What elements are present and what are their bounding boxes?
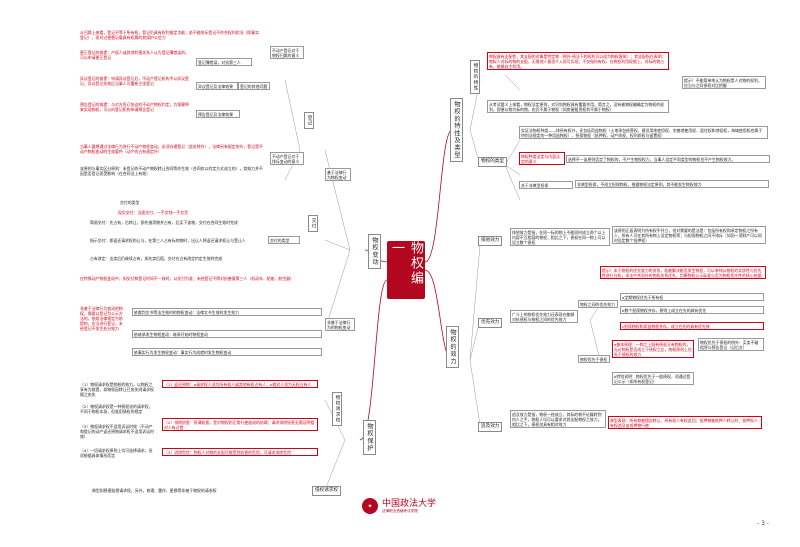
link-features: [424, 129, 453, 263]
branch-property-effect: 物权的效力: [446, 326, 459, 368]
note-priority-exception: 物权优先于债权的例外：买卖不破租赁与预告登记（见后文）: [698, 338, 764, 352]
note-priority-debt-b: b特别说明：物权优先于一般债权，须通过登记公示（如所有权登记）: [612, 372, 694, 386]
label-priority-debt: 物权优先于债权: [578, 355, 610, 364]
page-number: - 3 -: [757, 520, 769, 527]
note-priority-c: c担保物权和用益物权并存，成立在先的具有优先效: [620, 322, 764, 331]
link-protect: [359, 279, 388, 441]
label-deliver-type: 交付的类型: [268, 236, 300, 245]
branch-property-protection: 物权保护: [363, 420, 376, 455]
note-change-6: 更正登记的前提：产权人或其他利害关系人认为登记簿错误的，可以申请更正登记: [80, 50, 189, 61]
logo-subtitle: 法律职业资格考试学院: [382, 509, 418, 513]
note-deliver-header: 交付的类型: [120, 200, 140, 205]
note-hint: 提示！不能简单地认为物权是人对物的权利，应当与之同债权对比把握: [682, 76, 766, 90]
note-type-3: 非典型担保，不成立担保物权，根据物权法定原则，其不能发生物权效力: [575, 180, 769, 189]
branch-property-features: 物权的特性及类型: [450, 98, 463, 162]
note-deliver-5: 在特殊动产物权变动中，如交付和登记时间不一致时，以交付为准；未经登记不得对抗善意…: [80, 276, 294, 281]
label-exclusive: 排他效力: [478, 236, 503, 246]
label-types: 物权的类型: [478, 157, 507, 167]
note-change-5: 预告登记及法律效果: [196, 110, 240, 119]
note-deliver-4: 占有改定：出卖后仍继续占有，如先卖后租，交付在占有改定约定生效时完成: [90, 256, 223, 261]
label-basic-change: 基于法律行为物权变动: [325, 168, 351, 182]
note-nonlaw-2: 依裁判文书等法生效时的物权变动：法律文书生效时发生效力: [132, 308, 322, 317]
note-nonlaw-4: 依事实行为发生物权变动：事实行为成就时发生物权变动: [132, 348, 322, 357]
note-claim-2: （2）排除妨害：所谓妨害，是对物权的正常行使造成的妨碍；请求排除妨害无需证明相对…: [162, 418, 318, 432]
label-pursue: 追及效力: [478, 422, 503, 432]
note-deliver-1: 现实交付：当面交付，一手交钱一手交货: [118, 210, 189, 215]
note-pursue: 追及效力是指，物权一经成立，其标的物不论辗转到何人之手，物权人均可以要求对其支配…: [510, 410, 606, 429]
label-type-legal: 物权种类法定与内容法定的意义: [519, 152, 565, 166]
note-nonlaw-3: 依继承发生物权变动：继承开始时物权变动: [132, 330, 322, 339]
note-exclusive-detail: 该原则正面表明为所有权不共立，但对需要的是法是：包括所有权和承定物权之所有人，所…: [612, 226, 766, 245]
label-type-atypical: 关于非典型担保: [519, 181, 573, 190]
label-register-meaning: 不动产登记对于物权归属的意义: [270, 46, 304, 60]
note-priority-tip: 提示！本于物权的优先效力的关系，若被解决能否发生物权，可以单纯从物权的实质性与优…: [600, 266, 766, 280]
note-claim-3: （3）消除危险：物权人对物的支配可能受到妨害的危险，可请求消除危险: [162, 448, 318, 457]
note-type-1: 实证法物权种类——排所有权外，还包括用益物权（土地承包经营权、建设用地使用权、宅…: [519, 126, 768, 140]
note-change-8: 预告登记的前提：与对方签订协议的不动产物权约定，为保障将来实现物权，可以向登记机…: [80, 102, 189, 113]
note-priority-intro: 广义上的物权优先效力还表现在能够对抗债权与物权之间的优先效力: [510, 310, 578, 324]
university-logo: ✦ 中国政法大学 法律职业资格考试学院: [362, 498, 436, 514]
central-topic: 物权编一: [387, 241, 425, 299]
note-protect-1: （1）物权请求权是物权的效力，以物权之享有为前提，如物权因转让已丧失则请求权随之…: [80, 382, 154, 398]
note-priority-debt-a: a基本原理：一物之上既有债权又有物权的，无论物权是否成立于债权之后，物权原则上优…: [612, 340, 694, 359]
note-deliver-2: 简易交付：先占有，后转让，即先借用物并占有，后买下该物，交付在合同生效时完成: [90, 220, 238, 225]
note-protect-2: （2）物权请求权是一种债权化的请求权，不同于物权本身，但准用债权的规定: [80, 404, 153, 415]
note-feature-1: 物权具有支配性。其支配的对象是特定物（例外:债法下的权利可以成为物权客体）；其支…: [487, 52, 669, 71]
note-change-4: 登记的其他问题: [238, 82, 270, 91]
label-deliver: 交付: [308, 215, 318, 233]
logo-name: 中国政法大学: [382, 499, 437, 509]
label-priority: 优先效力: [478, 318, 503, 328]
note-protect-4: （4）一切请求权原则上均可选择请求，但须根据具体情形而定: [80, 448, 153, 459]
note-priority-a: a定期物权优先于所有权: [620, 293, 764, 302]
note-change-9: 当事人要想通过法律行为进行不动产物权变动，必须办理登记（此处除外），法律另有规定…: [80, 144, 263, 155]
note-feature-2: 从考试要义上来看，物权法定原则，对识别物权具有重要作用。简言之，没有被物权编确定…: [487, 100, 669, 114]
note-change-3: 异议登记及法律效果: [196, 82, 238, 91]
note-change-2: 登记簿错误，对抗第三人: [196, 58, 252, 67]
note-protect-3: （3）物权请求权不适用诉讼时效（不动产和登记的动产返还原物请求权不适用诉讼时效）: [80, 424, 154, 440]
label-priority-between: 物权之间的优先效力: [578, 300, 618, 309]
seal-icon: ✦: [362, 498, 378, 514]
note-deliver-3: 指示交付：即返还请求权的让与，在第三人占有标的物时，出让人将返还请求权让与受让人: [90, 238, 246, 243]
branch-property-change: 物权变动: [368, 234, 381, 269]
note-change-1: 从归属上来看，登记不等于所有权，登记仍具有权利推定功能，若不能排斥登记不符合权利…: [80, 30, 259, 41]
note-claim-1: （1）返还原物：a请求权人须为所有权人或其他有权占有人；b相对人须为无权占有人: [162, 380, 318, 389]
label-claim: 物权请求权: [332, 392, 342, 426]
note-type-2: 选择不一该原则否定了物权的，不产生物权权力，当事人设定不同类型的物权也不产生物权…: [566, 155, 770, 164]
label-tort: 侵权请求权: [312, 486, 341, 496]
note-priority-b: b数个担保物权并存，原则上成立在先的具有优先: [620, 306, 764, 315]
note-change-10: 该原则与事实区分原则：未登记的不动产物权转让合同等亦生效（合同仅以约定方式成立的…: [80, 166, 263, 177]
note-exclusive: 排他效力是指，在同一标的物上不能同时成立两个以上内容不互相容的物权；相比之下，债…: [510, 228, 610, 247]
label-register: 登记: [304, 112, 314, 130]
label-features: 物权的特性: [470, 60, 480, 94]
note-tort: 典型如损害赔偿请求权，另外，修理、重作、更换等非基于物权的请求权: [92, 488, 217, 493]
label-register-exclude: 不动产登记对于排斥变动的意义: [270, 152, 304, 166]
note-pursue-example: 典型表现：所有物被擅自转让、所有权人有权追回；抵押物被抵押人转让时，抵押权人有权…: [608, 416, 762, 430]
note-change-7: 异议登记的前提：申请异议登记后，不动产登记机构予以异议登记，异议登记失效后当事人…: [80, 76, 189, 87]
label-nonlaw-change: 非基于法律行为的物权变动: [325, 318, 355, 332]
note-nonlaw-1: 非基于法律行为变动的物权，需要以登记为公示方法的，依照法律规定为前提的，应当进行…: [80, 306, 123, 332]
